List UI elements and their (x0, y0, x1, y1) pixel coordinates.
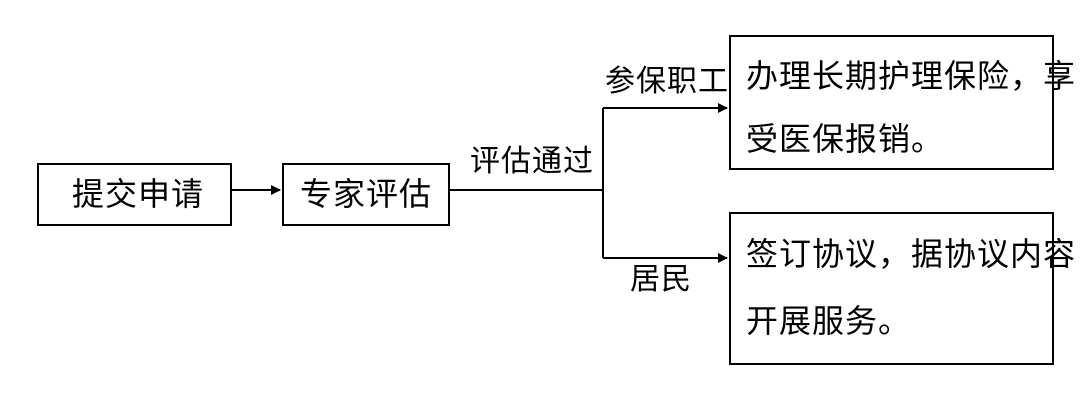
node-resident-outcome-line1: 签订协议，据协议内容 (746, 235, 1077, 273)
node-submit-application-label: 提交申请 (72, 175, 205, 213)
node-expert-review (282, 163, 450, 226)
node-expert-review-label: 专家评估 (300, 175, 433, 213)
node-resident-outcome (729, 212, 1054, 365)
node-insured-outcome-line1: 办理长期护理保险，享 (746, 57, 1077, 95)
node-submit-application (37, 163, 232, 226)
edge-label-resident: 居民 (630, 262, 692, 297)
edge-label-review-passed: 评估通过 (470, 144, 594, 179)
node-insured-outcome (729, 35, 1054, 170)
edge-label-insured-employee: 参保职工 (605, 64, 729, 99)
node-resident-outcome-line2: 开展服务。 (746, 302, 912, 340)
node-insured-outcome-line2: 受医保报销。 (746, 120, 945, 158)
